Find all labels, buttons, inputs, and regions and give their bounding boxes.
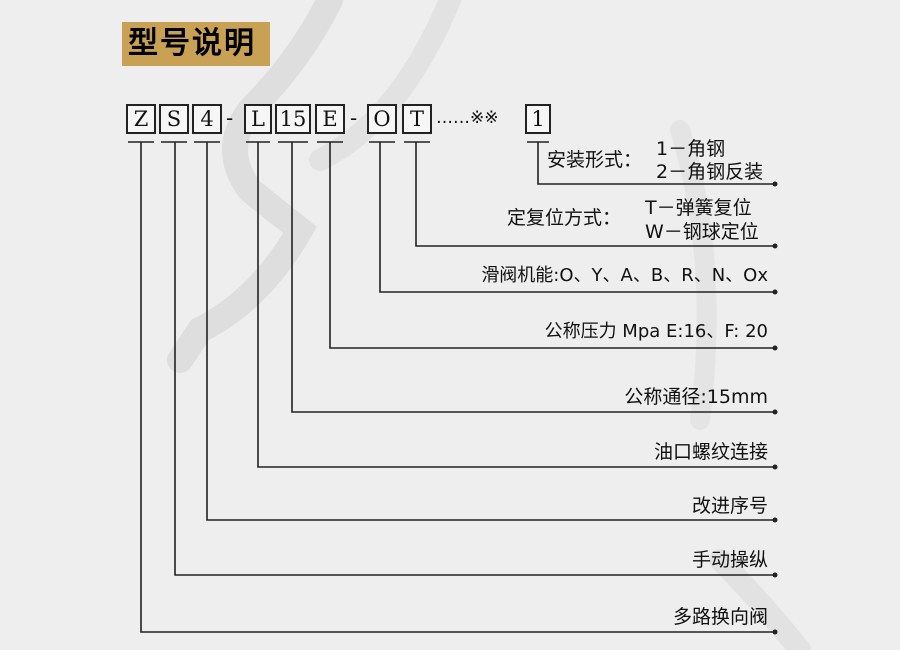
code-segment-4: 4 [192, 104, 222, 134]
label-reset-type: 定复位方式： [507, 207, 622, 229]
code-separator: - [350, 106, 358, 130]
label-manual-operation: 手动操纵 [691, 549, 768, 571]
code-segment-z: Z [126, 104, 156, 134]
page-title: 型号说明 [128, 26, 256, 61]
code-segment-s: S [159, 104, 189, 134]
label-install-type: 安装形式： [547, 149, 643, 171]
code-segment-1: 1 [525, 104, 551, 134]
label-multiway-valve: 多路换向阀 [672, 606, 768, 628]
title-bar [122, 22, 270, 66]
label-nominal-pressure: 公称压力 Mpa E:16、F: 20 [544, 321, 768, 342]
label-valve-function: 滑阀机能:O、Y、A、B、R、N、Ox [481, 265, 768, 286]
label-install-option-1: 1－角钢 [656, 138, 726, 160]
label-nominal-diameter: 公称通径:15mm [624, 386, 768, 408]
label-install-option-2: 2－角钢反装 [656, 161, 764, 183]
code-segment-t: T [402, 104, 432, 134]
label-reset-option-1: T－弹簧复位 [645, 197, 752, 219]
code-separator: - [226, 106, 234, 130]
label-reset-option-2: W－钢球定位 [645, 221, 759, 243]
label-improvement-number: 改进序号 [691, 495, 768, 517]
code-segment-l: L [244, 104, 272, 134]
code-segment-e: E [315, 104, 345, 134]
code-filler: ……※※ [436, 108, 499, 128]
code-segment-o: O [367, 104, 397, 134]
label-thread-connection: 油口螺纹连接 [653, 441, 768, 463]
code-segment-15: 15 [275, 104, 311, 134]
